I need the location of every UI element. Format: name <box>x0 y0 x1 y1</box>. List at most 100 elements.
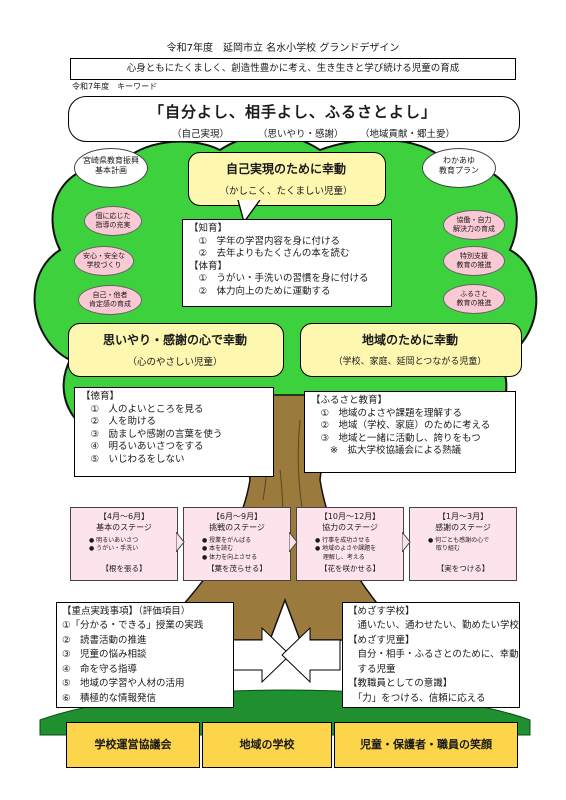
left-arrow <box>229 626 291 684</box>
keyword-sub-omoiyari: （思いやり・感謝） <box>258 129 344 140</box>
detail-line: 【知育】 <box>189 223 228 234</box>
plan-oval-wakaayu: わかあゆ 教育プラン <box>422 148 496 188</box>
detail-line: ② 去年よりもたくさんの本を読む <box>189 248 350 260</box>
stage-foot: 【実をつける】 <box>436 564 490 573</box>
pink-line: 指導の充実 <box>95 221 131 230</box>
keyword-main: 「自分よし、相手よし、ふるさとよし」 <box>148 103 437 121</box>
omoiyari-detail: 【徳育】 ① 人のよいところを見る ② 人を助ける ③ 励ましや感謝の言葉を使う… <box>74 387 274 477</box>
omoiyari-title: 思いやり・感謝の心で幸動 <box>102 333 247 347</box>
pink-line: 特別支援 <box>460 252 488 260</box>
stage-item: ● 体力を向上させる <box>202 553 258 561</box>
stage-item: ● うがい・手洗い <box>89 545 139 553</box>
priority-item: ①「分かる・できる」授業の実践 <box>62 620 204 632</box>
goal-line: 【教職員としての意識】 <box>348 678 453 690</box>
chiiki-detail: 【ふるさと教育】 ① 地域のよさや課題を理解する ② 地域（学校、家庭）のために… <box>304 391 516 473</box>
stage-1: 【4月～6月】 基本のステージ ● 明るいあいさつ ● うがい・手洗い 【根を張… <box>70 507 178 581</box>
detail-line: ② 地域（学校、家庭）のために考える <box>311 420 491 432</box>
stage-2: 【6月～9月】 挑戦のステージ ● 授業をがんばる ● 本を読む ● 体力を向上… <box>183 507 291 581</box>
pink-line: 協働・自力 <box>456 216 492 224</box>
pink-oval-left-1: 個に応じた 指導の充実 <box>84 206 142 236</box>
self-realization-subtitle: （かしこく、たくましい児童） <box>219 186 353 197</box>
priority-item: ③ 児童の悩み相談 <box>62 649 147 661</box>
self-realization-detail: 【知育】 ① 学年の学習内容を身に付ける ② 去年よりもたくさんの本を読む 【体… <box>182 219 392 307</box>
detail-line: ② 体力向上のために運動する <box>189 285 331 297</box>
detail-line: ① 学年の学習内容を身に付ける <box>189 235 341 247</box>
stage-arrow-1 <box>176 532 185 552</box>
goal-line: 【めざす児童】 <box>348 634 415 646</box>
chiiki-box <box>300 323 522 377</box>
stage-item: 取り組む <box>428 545 460 553</box>
self-realization-title: 自己実現のために幸動 <box>225 162 346 176</box>
stage-foot: 【根を張る】 <box>101 564 147 573</box>
detail-line: ② 人を助ける <box>81 416 157 428</box>
chiiki-subtitle: （学校、家庭、延岡とつながる児童） <box>333 357 487 367</box>
pink-oval-right-2: 特別支援 教育の推進 <box>443 246 505 276</box>
keyword-sub-self: （自己実現） <box>172 129 230 140</box>
priority-item: ⑥ 積極的な情報発信 <box>62 692 157 704</box>
omoiyari-box <box>68 323 284 377</box>
pink-line: 安心・安全な <box>83 252 125 260</box>
priority-item: ② 読書活動の推進 <box>62 634 147 646</box>
pink-oval-right-3: ふるさと 教育の推進 <box>443 284 505 314</box>
pink-line: 個に応じた <box>95 212 131 220</box>
detail-line: ③ 地域と一緒に活動し、誇りをもつ <box>311 432 481 444</box>
footer-smiles: 児童・保護者・職員の笑顔 <box>334 722 518 768</box>
pink-line: 解決力の育成 <box>453 225 495 234</box>
detail-line: 【ふるさと教育】 <box>311 395 388 406</box>
stage-4: 【1月～3月】 感謝のステージ ● 何ごとも感謝の心で 取り組む 【実をつける】 <box>409 507 517 581</box>
keyword-box <box>68 96 520 142</box>
omoiyari-subtitle: （心のやさしい児童） <box>127 357 223 368</box>
priority-title: 【重点実践事項】（評価項目） <box>62 606 191 617</box>
stage-arrow-3 <box>402 532 411 552</box>
stage-item: ● 明るいあいさつ <box>89 537 139 544</box>
stage-period: 【10月～12月】 <box>319 512 381 521</box>
stage-name: 協力のステージ <box>322 523 378 532</box>
detail-line: ④ 明るいあいさつをする <box>81 441 204 453</box>
detail-line: 【徳育】 <box>81 391 120 402</box>
detail-line: 【体育】 <box>189 260 228 272</box>
stage-period: 【6月～9月】 <box>211 512 263 521</box>
chiiki-title: 地域のために幸動 <box>361 333 458 347</box>
stage-3: 【10月～12月】 協力のステージ ● 行事を成功させる ● 地域のよさや課題を… <box>296 507 404 581</box>
footer-school-council: 学校運営協議会 <box>66 722 200 768</box>
stage-name: 基本のステージ <box>96 523 152 532</box>
self-realization-box <box>188 152 386 206</box>
stage-arrow-2 <box>289 532 298 552</box>
detail-line: ⑤ いじわるをしない <box>81 453 185 465</box>
oval-line: わかあゆ <box>443 156 475 165</box>
right-arrow <box>281 626 341 684</box>
pink-oval-left-3: 自己・他者 肯定感の育成 <box>78 285 142 315</box>
goal-line: する児童 <box>348 663 396 675</box>
detail-line: ① 人のよいところを見る <box>81 403 204 415</box>
detail-line: ③ 励ましや感謝の言葉を使う <box>81 428 223 440</box>
priority-item: ④ 命を守る指導 <box>62 663 138 675</box>
stage-item: ● 本を読む <box>202 545 234 553</box>
pink-oval-right-1: 協働・自力 解決力の育成 <box>443 210 505 240</box>
oval-line: 宮崎県教育振興 <box>83 156 139 165</box>
stage-foot: 【葉を茂らせる】 <box>207 564 267 573</box>
detail-line: ※ 拡大学校協議会による熟議 <box>311 445 462 457</box>
keyword-label: 令和7年度 キーワード <box>72 82 158 91</box>
pink-line: 自己・他者 <box>92 291 128 299</box>
detail-line: ① うがい・手洗いの習慣を身に付ける <box>189 273 369 285</box>
stage-item: ● 何ごとも感謝の心で <box>428 537 490 544</box>
goals-box: 【めざす学校】 通いたい、通わせたい、勤めたい学校 【めざす児童】 自分・相手・… <box>342 602 520 708</box>
plan-oval-miyazaki: 宮崎県教育振興 基本計画 <box>74 148 148 188</box>
pink-line: ふるさと <box>460 290 488 298</box>
keyword-sub-chiiki: （地域貢献・郷土愛） <box>360 129 456 140</box>
stage-item: ● 地域のよさや課題を <box>315 545 377 553</box>
footer-community-school: 地域の学校 <box>202 722 332 768</box>
priority-item: ⑤ 地域の学習や人材の活用 <box>62 678 185 690</box>
school-motto: 心身ともにたくましく、創造性豊かに考え、生き生きと学び続ける児童の育成 <box>70 58 516 80</box>
detail-line: ① 地域のよさや課題を理解する <box>311 407 463 419</box>
goal-line: 「力」をつける、信頼に応える <box>348 692 486 704</box>
page-title: 令和7年度 延岡市立 名水小学校 グランドデザイン <box>166 43 400 54</box>
stage-name: 挑戦のステージ <box>209 523 265 532</box>
goal-line: 【めざす学校】 <box>348 606 415 617</box>
pink-line: 教育の推進 <box>456 299 492 308</box>
stage-foot: 【花を咲かせる】 <box>320 564 380 573</box>
pink-line: 肯定感の育成 <box>89 300 131 309</box>
oval-line: 基本計画 <box>95 166 127 176</box>
priority-box: 【重点実践事項】（評価項目） ①「分かる・できる」授業の実践 ② 読書活動の推進… <box>56 602 234 708</box>
stage-period: 【4月～6月】 <box>98 512 150 521</box>
